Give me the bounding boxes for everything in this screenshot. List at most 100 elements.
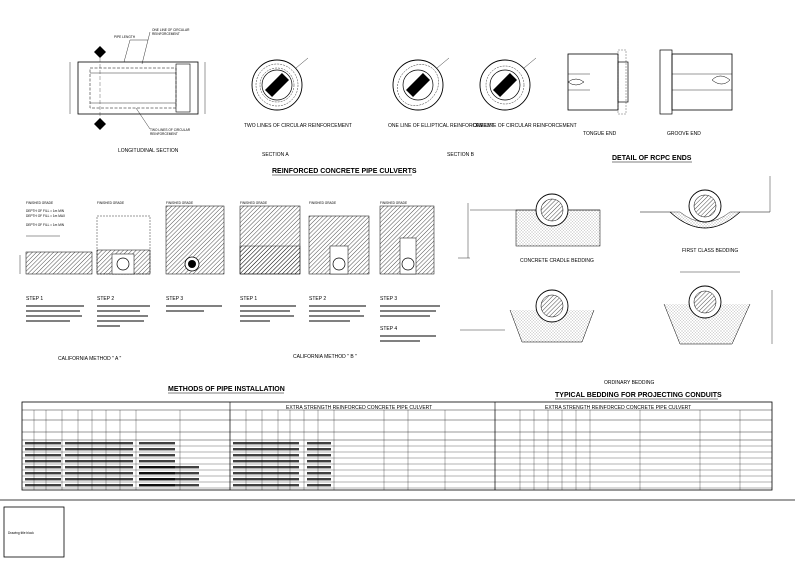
first-class-bedding: FIRST CLASS BEDDING bbox=[640, 176, 771, 254]
step-label-a1: STEP 1 bbox=[26, 296, 43, 302]
table-cell-mark bbox=[233, 472, 299, 475]
section-b-circ-reinf-label: ONE LINE OF CIRCULAR REINFORCEMENT bbox=[473, 123, 577, 129]
table-cell-mark bbox=[307, 442, 331, 445]
rcp-culverts-title: REINFORCED CONCRETE PIPE CULVERTS bbox=[272, 168, 417, 175]
longitudinal-section-label: LONGITUDINAL SECTION bbox=[118, 148, 179, 154]
section-b-circular-drawing: ONE LINE OF CIRCULAR REINFORCEMENT SECTI… bbox=[447, 57, 577, 158]
table-column-lines bbox=[33, 410, 741, 490]
table-group-1-header: EXTRA STRENGTH REINFORCED CONCRETE PIPE … bbox=[286, 405, 432, 411]
groove-end-label: GROOVE END bbox=[667, 131, 701, 137]
table-cell-mark bbox=[25, 454, 61, 457]
table-cell-mark bbox=[25, 460, 61, 463]
table-row-lines bbox=[22, 445, 772, 489]
longitudinal-section: PIPE LENGTH ONE LINE OF CIRCULAR REINFOR… bbox=[69, 28, 206, 154]
svg-text:ONE LINE OF CIRCULAR: ONE LINE OF CIRCULAR bbox=[152, 28, 190, 32]
table-cell-values bbox=[25, 442, 331, 487]
table-cell-mark bbox=[307, 478, 331, 481]
table-group-2-header: EXTRA STRENGTH REINFORCED CONCRETE PIPE … bbox=[545, 405, 691, 411]
first-class-label: FIRST CLASS BEDDING bbox=[682, 248, 738, 254]
svg-text:REINFORCEMENT: REINFORCEMENT bbox=[150, 132, 178, 136]
step-label-a3: STEP 3 bbox=[166, 296, 183, 302]
table-cell-mark bbox=[65, 460, 133, 463]
table-cell-mark bbox=[307, 448, 331, 451]
table-cell-mark bbox=[25, 466, 61, 469]
table-cell-mark bbox=[233, 442, 299, 445]
table-cell-mark bbox=[307, 460, 331, 463]
table-cell-mark bbox=[307, 472, 331, 475]
section-a-reinf-label: TWO LINES OF CIRCULAR REINFORCEMENT bbox=[244, 123, 352, 129]
table-cell-mark bbox=[139, 478, 199, 481]
title-block: Drawing title block bbox=[3, 506, 65, 558]
table-cell-mark bbox=[139, 466, 199, 469]
table-cell-mark bbox=[139, 454, 175, 457]
table-cell-mark bbox=[307, 484, 331, 487]
svg-text:FINISHED GRADE: FINISHED GRADE bbox=[309, 201, 336, 205]
svg-text:REINFORCEMENT: REINFORCEMENT bbox=[152, 32, 180, 36]
table-cell-mark bbox=[139, 448, 175, 451]
method-a-step1: FINISHED GRADE DEPTH OF FILL = 1m MIN DE… bbox=[19, 201, 93, 275]
pipe-schedule-table: EXTRA STRENGTH REINFORCED CONCRETE PIPE … bbox=[21, 401, 773, 491]
step-label-b2: STEP 2 bbox=[309, 296, 326, 302]
table-cell-mark bbox=[307, 454, 331, 457]
step-label-b1: STEP 1 bbox=[240, 296, 257, 302]
svg-text:FINISHED GRADE: FINISHED GRADE bbox=[26, 201, 53, 205]
table-cell-mark bbox=[233, 484, 299, 487]
section-b-elliptical-drawing: ONE LINE OF ELLIPTICAL REINFORCEMENT bbox=[388, 57, 494, 129]
svg-text:PIPE LENGTH: PIPE LENGTH bbox=[114, 35, 136, 39]
table-cell-mark bbox=[65, 442, 133, 445]
california-a-label: CALIFORNIA METHOD " A " bbox=[58, 356, 122, 362]
svg-text:TWO LINES OF CIRCULAR: TWO LINES OF CIRCULAR bbox=[150, 128, 191, 132]
step-label-b3: STEP 3 bbox=[380, 296, 397, 302]
ordinary-bedding-left bbox=[460, 289, 595, 343]
detail-rcpc-ends-title: DETAIL OF RCPC ENDS bbox=[612, 155, 692, 162]
california-b-label: CALIFORNIA METHOD " B " bbox=[293, 354, 357, 360]
svg-text:DEPTH OF FILL = 1m MIN: DEPTH OF FILL = 1m MIN bbox=[26, 209, 65, 213]
table-cell-mark bbox=[233, 448, 299, 451]
svg-text:DEPTH OF FILL = 1m MIN: DEPTH OF FILL = 1m MIN bbox=[26, 223, 65, 227]
ordinary-bedding-right bbox=[663, 271, 773, 345]
ordinary-bedding-label: ORDINARY BEDDING bbox=[604, 380, 654, 386]
svg-text:FINISHED GRADE: FINISHED GRADE bbox=[240, 201, 267, 205]
step-notes bbox=[26, 305, 440, 342]
table-cell-mark bbox=[139, 472, 199, 475]
tongue-end-drawing: TONGUE END bbox=[567, 49, 629, 137]
methods-installation-title: METHODS OF PIPE INSTALLATION bbox=[168, 386, 285, 393]
method-b-step2: FINISHED GRADE bbox=[308, 201, 370, 275]
table-cell-mark bbox=[25, 478, 61, 481]
table-cell-mark bbox=[139, 460, 175, 463]
table-cell-mark bbox=[65, 478, 133, 481]
typical-bedding-title: TYPICAL BEDDING FOR PROJECTING CONDUITS bbox=[555, 392, 722, 399]
method-a-step3: FINISHED GRADE bbox=[165, 201, 225, 275]
method-a-step2: FINISHED GRADE bbox=[96, 201, 151, 275]
table-cell-mark bbox=[65, 472, 133, 475]
table-cell-mark bbox=[233, 460, 299, 463]
concrete-cradle-bedding: CONCRETE CRADLE BEDDING bbox=[458, 193, 601, 264]
section-b-label: SECTION B bbox=[447, 152, 475, 158]
table-cell-mark bbox=[65, 448, 133, 451]
title-block-text: Drawing title block bbox=[8, 531, 34, 535]
svg-text:FINISHED GRADE: FINISHED GRADE bbox=[97, 201, 124, 205]
table-cell-mark bbox=[65, 454, 133, 457]
method-b-step1: FINISHED GRADE bbox=[239, 201, 301, 275]
table-cell-mark bbox=[233, 454, 299, 457]
table-cell-mark bbox=[25, 484, 61, 487]
table-cell-mark bbox=[25, 448, 61, 451]
table-cell-mark bbox=[65, 466, 133, 469]
concrete-cradle-label: CONCRETE CRADLE BEDDING bbox=[520, 258, 594, 264]
step-label-b4: STEP 4 bbox=[380, 326, 397, 332]
table-cell-mark bbox=[233, 466, 299, 469]
table-cell-mark bbox=[25, 472, 61, 475]
groove-end-drawing: GROOVE END bbox=[659, 49, 733, 137]
table-cell-mark bbox=[307, 466, 331, 469]
table-cell-mark bbox=[25, 442, 61, 445]
table-cell-mark bbox=[233, 478, 299, 481]
method-b-step3: FINISHED GRADE bbox=[379, 201, 435, 275]
section-a-label: SECTION A bbox=[262, 152, 289, 158]
tongue-end-label: TONGUE END bbox=[583, 131, 617, 137]
table-cell-mark bbox=[139, 484, 199, 487]
svg-text:FINISHED GRADE: FINISHED GRADE bbox=[166, 201, 193, 205]
table-cell-mark bbox=[139, 442, 175, 445]
section-a-drawing: TWO LINES OF CIRCULAR REINFORCEMENT SECT… bbox=[244, 57, 352, 158]
section-b-reinf-label: ONE LINE OF ELLIPTICAL REINFORCEMENT bbox=[388, 123, 494, 129]
svg-text:FINISHED GRADE: FINISHED GRADE bbox=[380, 201, 407, 205]
